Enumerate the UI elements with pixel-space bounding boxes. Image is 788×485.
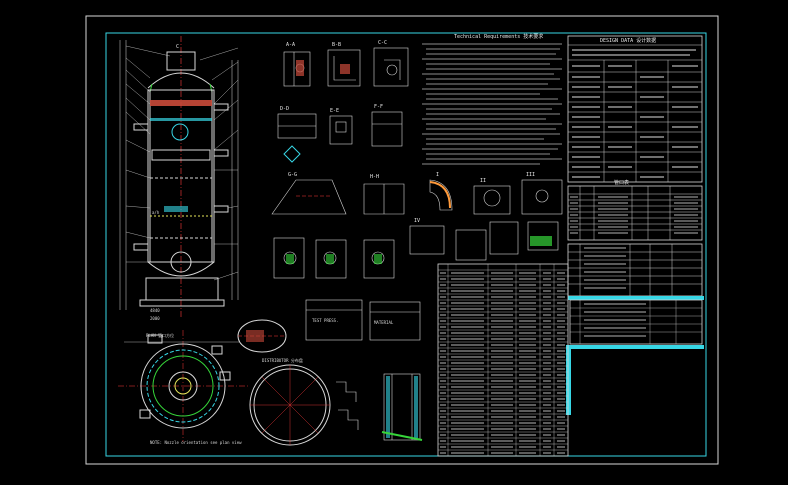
svg-text:E-E: E-E bbox=[330, 108, 339, 114]
inner-frame bbox=[105, 32, 707, 457]
vessel-elevation: C a/h 4840 2000 bbox=[119, 36, 239, 321]
svg-text:III: III bbox=[526, 172, 535, 178]
design-data-table: DESIGN DATA 设计数据 bbox=[567, 35, 703, 183]
design-data-title: DESIGN DATA 设计数据 bbox=[600, 37, 656, 44]
highlight-bar-vertical bbox=[566, 345, 571, 415]
notes-title: Technical Requirements 技术要求 bbox=[454, 33, 543, 40]
svg-text:a/h: a/h bbox=[152, 210, 160, 215]
technical-requirements: Technical Requirements 技术要求 bbox=[422, 33, 562, 165]
svg-text:A-A: A-A bbox=[286, 42, 295, 48]
svg-text:C-C: C-C bbox=[378, 40, 387, 46]
svg-text:B-B: B-B bbox=[332, 42, 341, 48]
svg-text:IV: IV bbox=[414, 218, 420, 224]
outer-border bbox=[85, 15, 719, 465]
svg-text:H-H: H-H bbox=[370, 174, 379, 180]
vessel-plan-view: PLAN 管口方位 NOTE: Nozzle orientation see p… bbox=[118, 330, 250, 445]
svg-text:PLAN 管口方位: PLAN 管口方位 bbox=[146, 332, 174, 338]
svg-text:MATERIAL: MATERIAL bbox=[374, 320, 394, 325]
highlight-bar-lower bbox=[568, 345, 704, 349]
svg-text:F-F: F-F bbox=[374, 104, 383, 110]
svg-text:G-G: G-G bbox=[288, 172, 297, 178]
highlight-bar-upper bbox=[568, 296, 704, 300]
svg-text:I: I bbox=[436, 172, 439, 178]
svg-text:2000: 2000 bbox=[150, 316, 160, 321]
section-details: TEST PRESS. MATERIAL DISTRIBUTOR 分布盘 A-A… bbox=[237, 40, 563, 446]
svg-text:C: C bbox=[176, 44, 179, 50]
nozzle-table: 管口表 bbox=[567, 179, 703, 297]
svg-text:TEST PRESS.: TEST PRESS. bbox=[312, 318, 339, 323]
nozzle-table-title: 管口表 bbox=[614, 179, 629, 186]
plan-note: NOTE: Nozzle orientation see plan view bbox=[150, 440, 242, 445]
svg-text:4840: 4840 bbox=[150, 308, 160, 313]
svg-text:DISTRIBUTOR 分布盘: DISTRIBUTOR 分布盘 bbox=[262, 357, 303, 363]
svg-text:D-D: D-D bbox=[280, 106, 289, 112]
svg-text:II: II bbox=[480, 178, 486, 184]
parts-list bbox=[437, 263, 703, 457]
